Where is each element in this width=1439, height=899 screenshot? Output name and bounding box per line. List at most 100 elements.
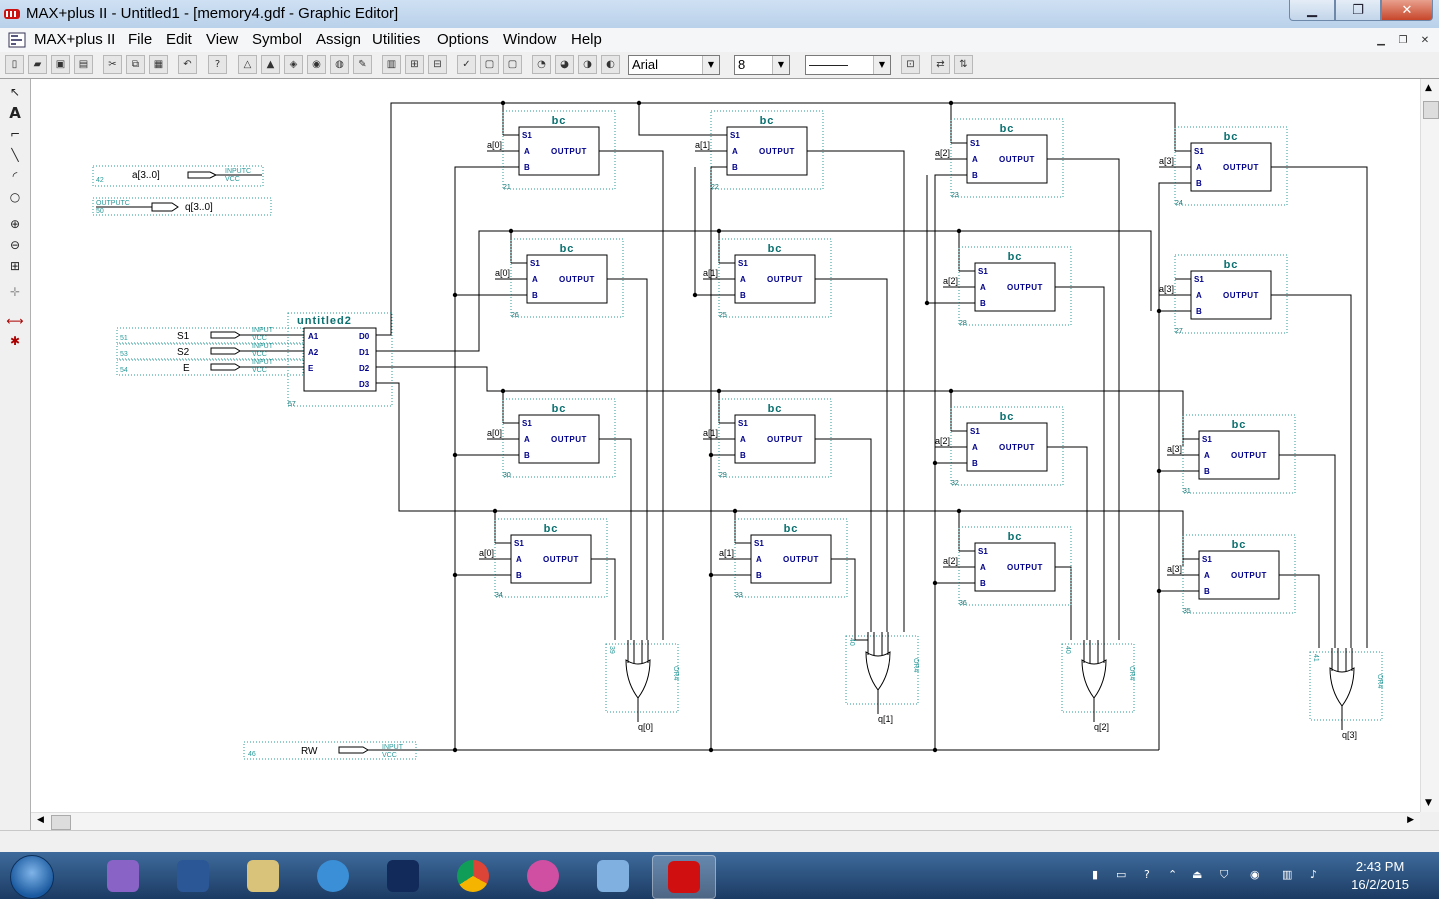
undo-icon[interactable]: ↶ — [178, 55, 197, 74]
hierarchy-icon[interactable]: ⊞ — [405, 55, 424, 74]
input-port-e[interactable]: 54 E INPUT VCC — [116, 359, 304, 376]
taskbar-app-word[interactable] — [162, 855, 224, 897]
orthogonal-line-tool-icon[interactable]: ⌐ — [9, 127, 21, 141]
fit-window-icon[interactable]: ⊞ — [9, 259, 21, 273]
probe-icon[interactable]: ◔ — [532, 55, 551, 74]
line-style-select[interactable]: ———▼ — [805, 55, 891, 75]
system-clock[interactable]: 2:43 PM 16/2/2015 — [1351, 858, 1409, 894]
flip-horizontal-icon[interactable]: ⇄ — [931, 55, 950, 74]
start-button-icon[interactable] — [10, 855, 54, 899]
input-port-rw[interactable]: 46 RW INPUT VCC — [243, 741, 417, 760]
diagonal-line-tool-icon[interactable]: ╲ — [11, 148, 19, 162]
font-size-select[interactable]: 8▼ — [734, 55, 790, 75]
vertical-scrollbar[interactable]: ▲ ▼ — [1420, 79, 1439, 812]
app-menu-icon[interactable] — [8, 32, 26, 48]
scroll-right-icon[interactable]: ▶ — [1407, 815, 1414, 825]
taskbar-app-visualstudio[interactable] — [92, 855, 154, 897]
zoom-out-icon[interactable]: ⊖ — [9, 238, 21, 252]
warning-icon[interactable]: △ — [238, 55, 257, 74]
arc-tool-icon[interactable]: ◜ — [12, 169, 18, 183]
save-icon[interactable]: ▣ — [51, 55, 70, 74]
menu-options[interactable]: Options — [437, 31, 489, 48]
programmer-icon[interactable]: ✎ — [353, 55, 372, 74]
text-tool-icon[interactable]: A — [9, 104, 21, 122]
minimize-button[interactable]: ▁ — [1289, 0, 1335, 21]
input-port-s1[interactable]: 51 S1 INPUT VCC — [116, 327, 304, 344]
taskbar-app-maxplus[interactable] — [652, 855, 716, 899]
maximize-button[interactable]: ❐ — [1335, 0, 1381, 21]
taskbar-app-chrome[interactable] — [442, 855, 504, 897]
doc-close-icon[interactable]: ✕ — [1420, 34, 1430, 46]
probe2-icon[interactable]: ◕ — [555, 55, 574, 74]
horizontal-scrollbar[interactable]: ◀ ▶ — [31, 812, 1420, 831]
menu-maxplus[interactable]: MAX+plus II — [34, 31, 116, 48]
doc-minimize-icon[interactable]: ▁ — [1377, 34, 1385, 46]
rubberbanding-icon[interactable]: ✛ — [9, 285, 21, 299]
input-port-a[interactable]: 42 a[3..0] INPUTC VCC — [92, 165, 264, 187]
rubberband-icon[interactable]: ⊡ — [901, 55, 920, 74]
hierarchy-up-icon[interactable]: ▲ — [261, 55, 280, 74]
circle-tool-icon[interactable]: ○ — [9, 190, 21, 204]
tray-shield-icon[interactable]: ⛉ — [1220, 868, 1229, 881]
pointer-tool-icon[interactable]: ↖ — [9, 85, 21, 99]
tray-help-icon[interactable]: ? — [1144, 868, 1150, 881]
schematic-drawing[interactable]: 42 a[3..0] INPUTC VCC OUTPUTC 50 q[3..0]… — [31, 79, 1420, 812]
decoder-untitled2[interactable]: untitled2 A1 A2 E D0 D1 D2 D3 57 — [287, 312, 393, 408]
font-select[interactable]: Arial▼ — [628, 55, 720, 75]
copy-icon[interactable]: ⧉ — [126, 55, 145, 74]
compiler-icon[interactable]: ◈ — [284, 55, 303, 74]
tray-antivirus-icon[interactable]: ◉ — [1250, 868, 1260, 881]
menu-symbol[interactable]: Symbol — [252, 31, 303, 48]
menu-help[interactable]: Help — [571, 31, 602, 48]
scroll-up-icon[interactable]: ▲ — [1425, 83, 1432, 93]
taskbar-app-remote[interactable] — [582, 855, 644, 897]
menu-utilities[interactable]: Utilities — [372, 31, 421, 48]
floorplan-icon[interactable]: ▥ — [382, 55, 401, 74]
close-button[interactable]: ✕ — [1381, 0, 1433, 21]
doc-restore-icon[interactable]: ❐ — [1398, 34, 1408, 46]
menu-file[interactable]: File — [128, 31, 153, 48]
tray-network-icon[interactable]: ▥ — [1282, 868, 1293, 881]
tray-keyboard-icon[interactable]: ▭ — [1116, 868, 1127, 881]
help-pointer-icon[interactable]: ? — [208, 55, 227, 74]
scroll-down-icon[interactable]: ▼ — [1425, 798, 1432, 808]
taskbar-app-ie[interactable] — [302, 855, 364, 897]
tray-usb-icon[interactable]: ⏏ — [1192, 868, 1203, 881]
new-file-icon[interactable]: ▯ — [5, 55, 24, 74]
cut-icon[interactable]: ✂ — [103, 55, 122, 74]
tray-volume-icon[interactable]: ♪ — [1310, 868, 1318, 881]
scroll-left-icon[interactable]: ◀ — [37, 815, 44, 825]
menu-window[interactable]: Window — [503, 31, 557, 48]
menu-view[interactable]: View — [206, 31, 239, 48]
input-port-s2[interactable]: 53 S2 INPUT VCC — [116, 343, 304, 360]
probe3-icon[interactable]: ◑ — [578, 55, 597, 74]
check-icon[interactable]: ✓ — [457, 55, 476, 74]
horizontal-scroll-thumb[interactable] — [51, 815, 71, 830]
paste-icon[interactable]: ▦ — [149, 55, 168, 74]
tray-expand-icon[interactable]: ⌃ — [1168, 868, 1178, 881]
open-folder-icon[interactable]: ▰ — [28, 55, 47, 74]
disabled-tool-icon[interactable]: ▢ — [480, 55, 499, 74]
print-icon[interactable]: ▤ — [74, 55, 93, 74]
taskbar-app-media[interactable] — [372, 855, 434, 897]
flip-vertical-icon[interactable]: ⇅ — [954, 55, 973, 74]
zoom-in-icon[interactable]: ⊕ — [9, 217, 21, 231]
tree-icon[interactable]: ⊟ — [428, 55, 447, 74]
